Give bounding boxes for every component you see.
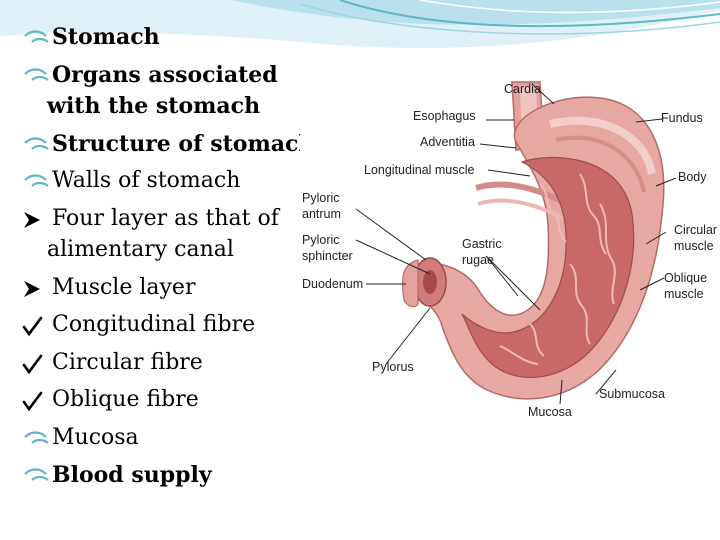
- label-pyloric-antrum: Pyloric antrum: [302, 190, 341, 222]
- stomach-diagram: Cardia Esophagus Adventitia Fundus Longi…: [300, 64, 720, 420]
- bullet-text: Walls of stomach: [52, 168, 240, 194]
- label-body: Body: [678, 171, 707, 184]
- bullet-text-line1: Organs associated: [52, 62, 278, 88]
- label-pyloric-sphincter: Pyloric sphincter: [302, 232, 353, 264]
- bullet-text: Mucosa: [52, 425, 139, 451]
- label-pylorus: Pylorus: [372, 361, 414, 374]
- bullet-item: Circular fibre: [22, 350, 322, 388]
- bullet-item: Structure of stomach: [22, 131, 322, 169]
- arrow-icon: [22, 277, 52, 301]
- bullet-text: Stomach: [52, 24, 160, 50]
- bullet-icon: [22, 170, 52, 194]
- bullet-list: Stomach Organs associated with the stoma…: [22, 24, 322, 500]
- bullet-item: Four layer as that of alimentary canal: [22, 206, 322, 275]
- bullet-item: Stomach: [22, 24, 322, 62]
- bullet-item: Muscle layer: [22, 275, 322, 313]
- label-submucosa: Submucosa: [599, 388, 665, 401]
- label-longitudinal-muscle: Longitudinal muscle: [364, 164, 475, 177]
- bullet-text: Oblique fibre: [52, 387, 199, 413]
- bullet-item: Organs associated with the stomach: [22, 62, 322, 131]
- bullet-text: Circular fibre: [52, 350, 203, 376]
- bullet-text-line1: Four layer as that of: [52, 206, 279, 232]
- checkmark-icon: [22, 314, 52, 338]
- bullet-item: Congitudinal fibre: [22, 312, 322, 350]
- label-fundus: Fundus: [661, 112, 703, 125]
- label-duodenum: Duodenum: [302, 278, 363, 291]
- bullet-item: Walls of stomach: [22, 168, 322, 206]
- bullet-item: Oblique fibre: [22, 387, 322, 425]
- bullet-text-line2: alimentary canal: [47, 237, 234, 263]
- bullet-text: Blood supply: [52, 462, 212, 488]
- arrow-icon: [22, 208, 52, 232]
- checkmark-icon: [22, 389, 52, 413]
- label-esophagus: Esophagus: [413, 110, 476, 123]
- bullet-item: Blood supply: [22, 462, 322, 500]
- bullet-icon: [22, 464, 52, 488]
- bullet-item: Mucosa: [22, 425, 322, 463]
- label-gastric-rugae: Gastric rugae: [462, 236, 502, 268]
- bullet-text: Structure of stomach: [52, 131, 314, 157]
- label-oblique-muscle: Oblique muscle: [664, 270, 707, 302]
- stomach-illustration: [300, 64, 720, 420]
- bullet-text: Congitudinal fibre: [52, 312, 255, 338]
- bullet-icon: [22, 133, 52, 157]
- label-cardia: Cardia: [504, 83, 541, 96]
- label-mucosa: Mucosa: [528, 406, 572, 419]
- label-circular-muscle: Circular muscle: [674, 222, 717, 254]
- checkmark-icon: [22, 352, 52, 376]
- bullet-icon: [22, 26, 52, 50]
- bullet-text-line2: with the stomach: [47, 93, 260, 119]
- bullet-icon: [22, 427, 52, 451]
- bullet-text: Muscle layer: [52, 275, 195, 301]
- label-adventitia: Adventitia: [420, 136, 475, 149]
- bullet-icon: [22, 64, 52, 88]
